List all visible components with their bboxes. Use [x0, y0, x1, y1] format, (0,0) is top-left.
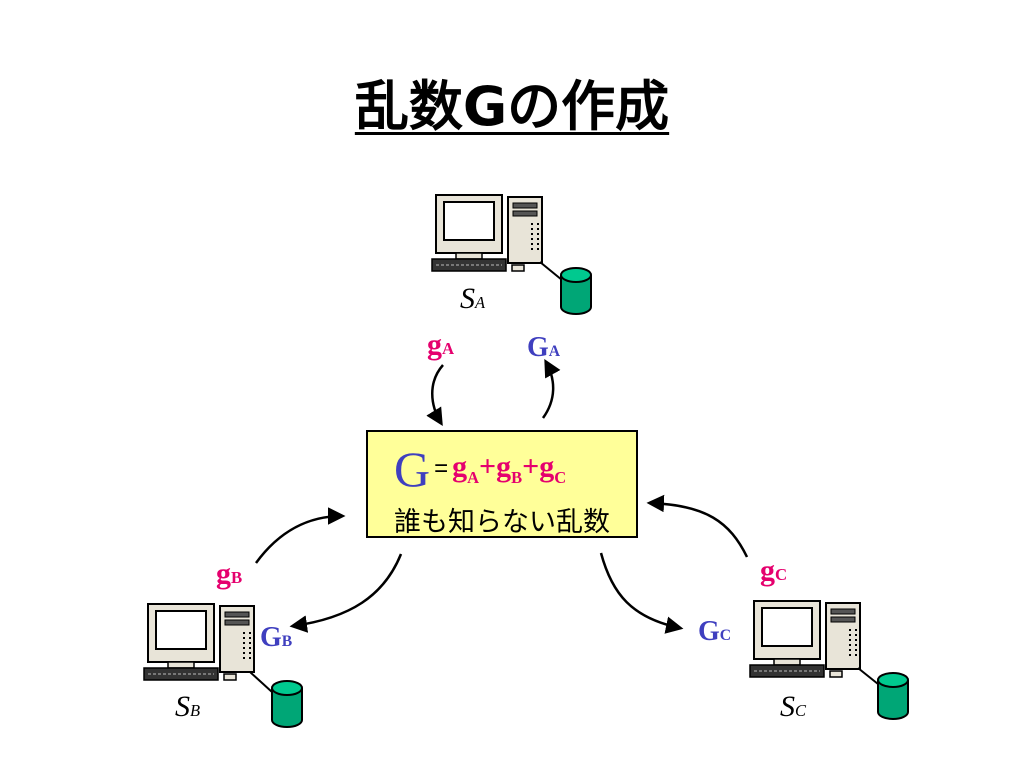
arrow-center-to-a — [541, 358, 561, 419]
computer-a-icon — [431, 194, 543, 272]
equals-sign: = — [434, 455, 449, 482]
server-a-label: SA — [460, 282, 486, 315]
slide-title: 乱数Gの作成 — [354, 75, 670, 138]
database-c-icon — [877, 672, 909, 720]
result-G: G — [394, 441, 431, 497]
database-b-icon — [271, 680, 303, 728]
label-gc: gC — [760, 554, 788, 587]
computer-c-db-link — [857, 667, 879, 685]
computer-b-icon — [143, 603, 255, 681]
sum-formula: gA+gB+gC — [452, 450, 567, 487]
arrow-gc-to-center — [646, 494, 749, 558]
label-Ga: GA — [527, 332, 561, 363]
box-caption: 誰も知らない乱数 — [394, 507, 610, 538]
shared-random-box: G=gA+gB+gC 誰も知らない乱数 — [366, 430, 638, 538]
computer-a-db-link — [539, 261, 563, 281]
database-a-icon — [560, 267, 592, 315]
arrow-ga-to-center — [426, 364, 444, 426]
computer-b-db-link — [249, 671, 273, 693]
arrow-center-to-c — [599, 552, 684, 634]
label-gb: gB — [216, 557, 243, 590]
formula-line: G=gA+gB+gC — [394, 440, 566, 498]
arrow-center-to-b — [289, 553, 403, 633]
server-c-label: SC — [780, 690, 807, 723]
label-Gc: GC — [698, 616, 732, 647]
computer-c-icon — [749, 600, 861, 678]
arrow-gb-to-center — [254, 507, 346, 564]
label-Gb: GB — [260, 622, 293, 653]
label-ga: gA — [427, 328, 455, 361]
server-b-label: SB — [175, 690, 201, 723]
